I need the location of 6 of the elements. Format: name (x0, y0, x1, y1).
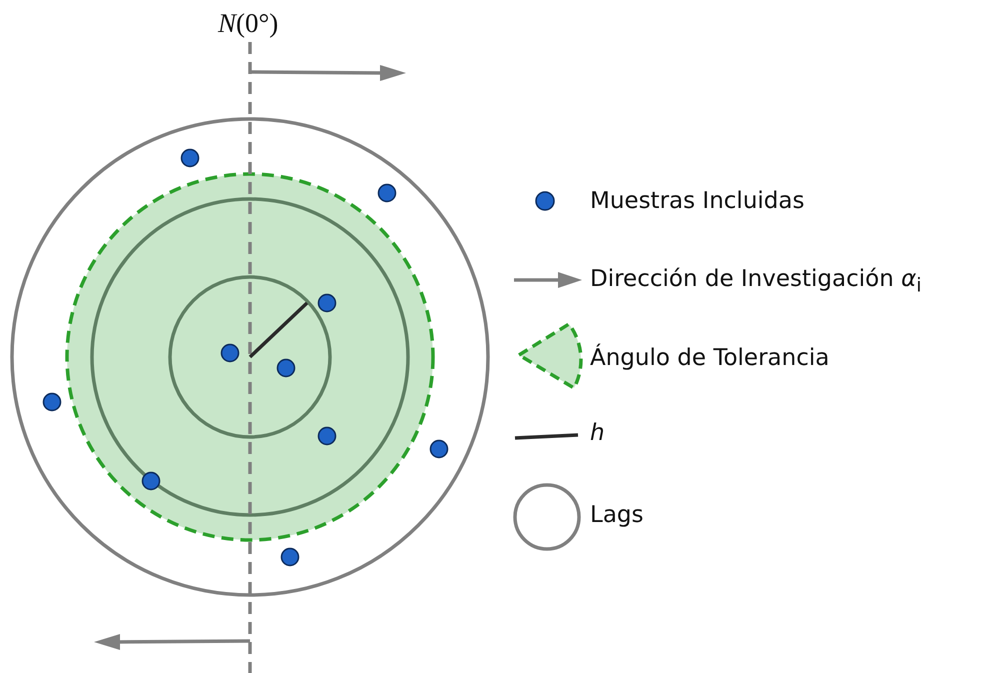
legend-text: h (590, 420, 605, 446)
legend-text: Muestras Incluidas (590, 188, 804, 214)
legend-text: Ángulo de Tolerancia (590, 345, 830, 371)
legend-text: Lags (590, 502, 644, 528)
north-label: N(0°) (218, 8, 278, 39)
legend-text: Dirección de Investigación α$_{i}$ (590, 266, 922, 297)
